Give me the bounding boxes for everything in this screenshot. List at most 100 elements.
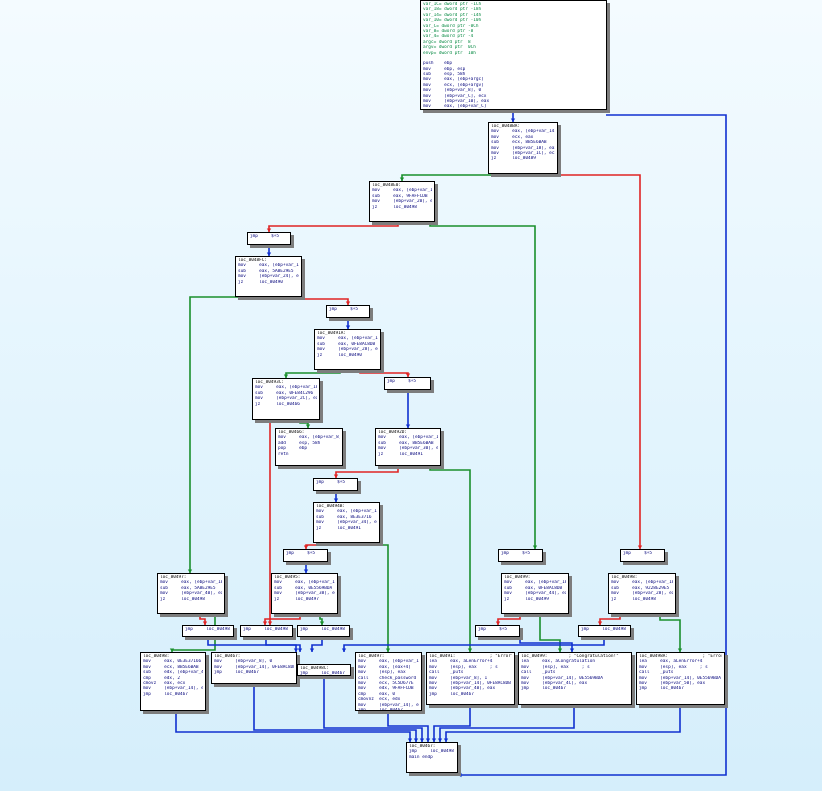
code-block-n4[interactable]: loc_8048FC:mov eax, [ebp+var_18]sub eax,… [235,256,302,297]
asm-line: lea eax, aCongratulation [521,659,596,665]
edge-false-15 [335,465,399,478]
asm-line: argc= dword ptr 8 [423,39,471,45]
code-block-n20[interactable]: jmp loc_80498 [182,625,234,637]
asm-line: mov ecx, 5C5D677E [358,680,414,686]
asm-line: jz loc_80489 [491,156,536,162]
code-block-n16[interactable]: loc_80497:mov eax, [ebp+var_18]sub eax, … [157,573,225,614]
asm-line: loc_80499: [504,575,531,580]
asm-line: loc_80492D: [378,430,408,435]
asm-line: mov [ebp+var_1C], ecx [491,150,555,156]
asm-line: retn [278,451,289,457]
edge-false-21 [199,613,206,625]
asm-line: mov eax, [ebp+var_18] [274,580,335,586]
code-block-n14[interactable]: jmp $+5 [498,549,543,562]
asm-line: jmp $+5 [623,551,653,556]
edge-false-23 [264,613,301,625]
asm-line: mov eax, [ebp+var_18] [372,188,432,194]
code-block-n8[interactable]: jmp $+5 [384,377,431,390]
asm-line: sub eax, 0E5569BDA [274,585,333,591]
asm-line: mov eax, [ebp+var_18] [378,435,438,441]
code-block-n5[interactable]: jmp $+5 [326,305,370,318]
code-block-n11[interactable]: jmp $+5 [313,478,358,491]
code-block-n7[interactable]: loc_80493C:mov eax, [ebp+var_18]sub eax,… [252,378,320,420]
edge-uncond-40 [445,704,681,742]
code-block-n19[interactable]: loc_80498:mov eax, [ebp+var_18]sub eax, … [608,573,676,614]
asm-line: mov [ebp+var_2C], eax [255,396,317,402]
code-block-n27[interactable]: loc_80498C:jmp loc_80467 [297,664,351,676]
asm-line: var_10= dword ptr -10h [423,18,482,24]
edge-true-16 [429,465,471,652]
edge-uncond-33 [343,637,605,652]
code-block-n29[interactable]: loc_80491: ; "Error"lea eax, aLenError+4… [426,652,515,705]
asm-line: sub edx, [ebp+var_4] [143,670,203,676]
asm-line: jmp $+5 [316,480,346,485]
edge-arrowhead [309,648,315,652]
edge-true-8 [189,296,246,573]
edge-uncond-29 [519,637,573,652]
edge-false-4 [268,221,399,232]
code-block-n3[interactable]: jmp $+5 [247,232,291,245]
asm-line: jz loc_80491 [316,525,361,531]
code-block-n15[interactable]: jmp $+5 [620,549,665,562]
asm-line: sub eax, 0FE8AC8DB [317,341,376,347]
asm-line: loc_80494B: [316,504,346,509]
code-block-n28[interactable]: loc_80497:mov eax, [ebp+var_10]mov eax, … [355,652,422,711]
asm-line: sub eax, 9228E29E5 [611,585,670,591]
asm-line: sub eax, 8E3E3716 [316,514,372,520]
asm-line: jz loc_80498 [372,204,417,210]
asm-line: argv= dword ptr 0Ch [423,45,476,51]
asm-line: mov eax, [ebp+var_18] [317,336,378,342]
edge-uncond-34 [175,710,411,742]
asm-line: mov [ebp+var_8], 0 [214,659,273,665]
asm-line: var_C= dword ptr -0Ch [423,23,479,29]
code-block-n23[interactable]: jmp $+5 [475,625,520,637]
asm-line: jz loc_80466 [255,401,300,407]
code-block-n21[interactable]: jmp loc_80498 [240,625,293,637]
asm-line: loc_80499: ; "Congratulation!" [521,654,619,659]
asm-line: call _puts [429,670,464,676]
asm-line: cmp eax, 0 [358,691,396,697]
edge-uncond-37 [387,710,429,742]
asm-line: jz loc_80498 [160,596,205,602]
asm-line: mov eax, [ebp+var_14] [491,129,555,135]
code-block-n9[interactable]: loc_80466:mov eax, [ebp+var_8]add esp, 5… [275,428,343,466]
asm-line: mov eax, [eax+4] [358,664,411,670]
code-block-n24[interactable]: jmp loc_80498 [578,625,631,637]
edge-uncond-31 [265,637,301,652]
code-block-n31[interactable]: loc_80498A: ; "Error"lea eax, aLenError+… [636,652,725,705]
asm-line: cmp edx, 2 [143,675,181,681]
code-block-n12[interactable]: loc_80494B:mov eax, [ebp+var_18]sub eax,… [313,502,380,543]
edge-uncond-38 [433,704,471,742]
asm-line: envp= dword ptr 10h [423,50,476,56]
code-block-n18[interactable]: loc_80499:mov eax, [ebp+var_18]sub eax, … [501,573,569,614]
code-block-n22[interactable]: jmp loc_80498 [297,625,350,637]
code-block-n30[interactable]: loc_80499: ; "Congratulation!"lea eax, a… [518,652,632,705]
code-block-n17[interactable]: loc_80495:mov eax, [ebp+var_18]sub eax, … [271,573,338,614]
asm-line: mov [ebp+var_C], ecx [423,93,487,99]
asm-line: loc_80491A: [317,331,347,336]
asm-line: mov [ebp+var_14], 0E5569BDA [639,675,721,681]
asm-line: mov [ebp+var_14], ecx [358,702,419,708]
edge-true-13 [299,419,309,428]
asm-line: push ebp [423,61,453,67]
asm-line: mov eax, [ebp+var_18] [504,580,566,586]
asm-line: jmp $+5 [286,551,316,556]
asm-line: jmp loc_80467 [429,691,474,697]
code-block-n6[interactable]: loc_80491A:mov eax, [ebp+var_18]sub eax,… [314,329,381,370]
asm-line: var_14= dword ptr -14h [423,12,482,18]
code-block-n13[interactable]: jmp $+5 [283,549,328,562]
asm-line: mov ecx, eax [491,134,534,140]
asm-line: sub eax, 9FAFFCDB [372,193,428,199]
code-block-n1[interactable]: loc_8048BA:mov eax, [ebp+var_14]mov ecx,… [488,122,558,174]
asm-line: mov [ebp+var_50], eax [639,680,706,686]
code-block-n2[interactable]: loc_8048E0:mov eax, [ebp+var_18]sub eax,… [369,181,435,222]
asm-line: mov eax, [ebp+var_18] [238,263,299,269]
code-block-n10[interactable]: loc_80492D:mov eax, [ebp+var_18]sub eax,… [375,428,441,466]
asm-line: loc_80498: [143,654,170,659]
asm-line: jmp loc_80498 [300,627,345,632]
